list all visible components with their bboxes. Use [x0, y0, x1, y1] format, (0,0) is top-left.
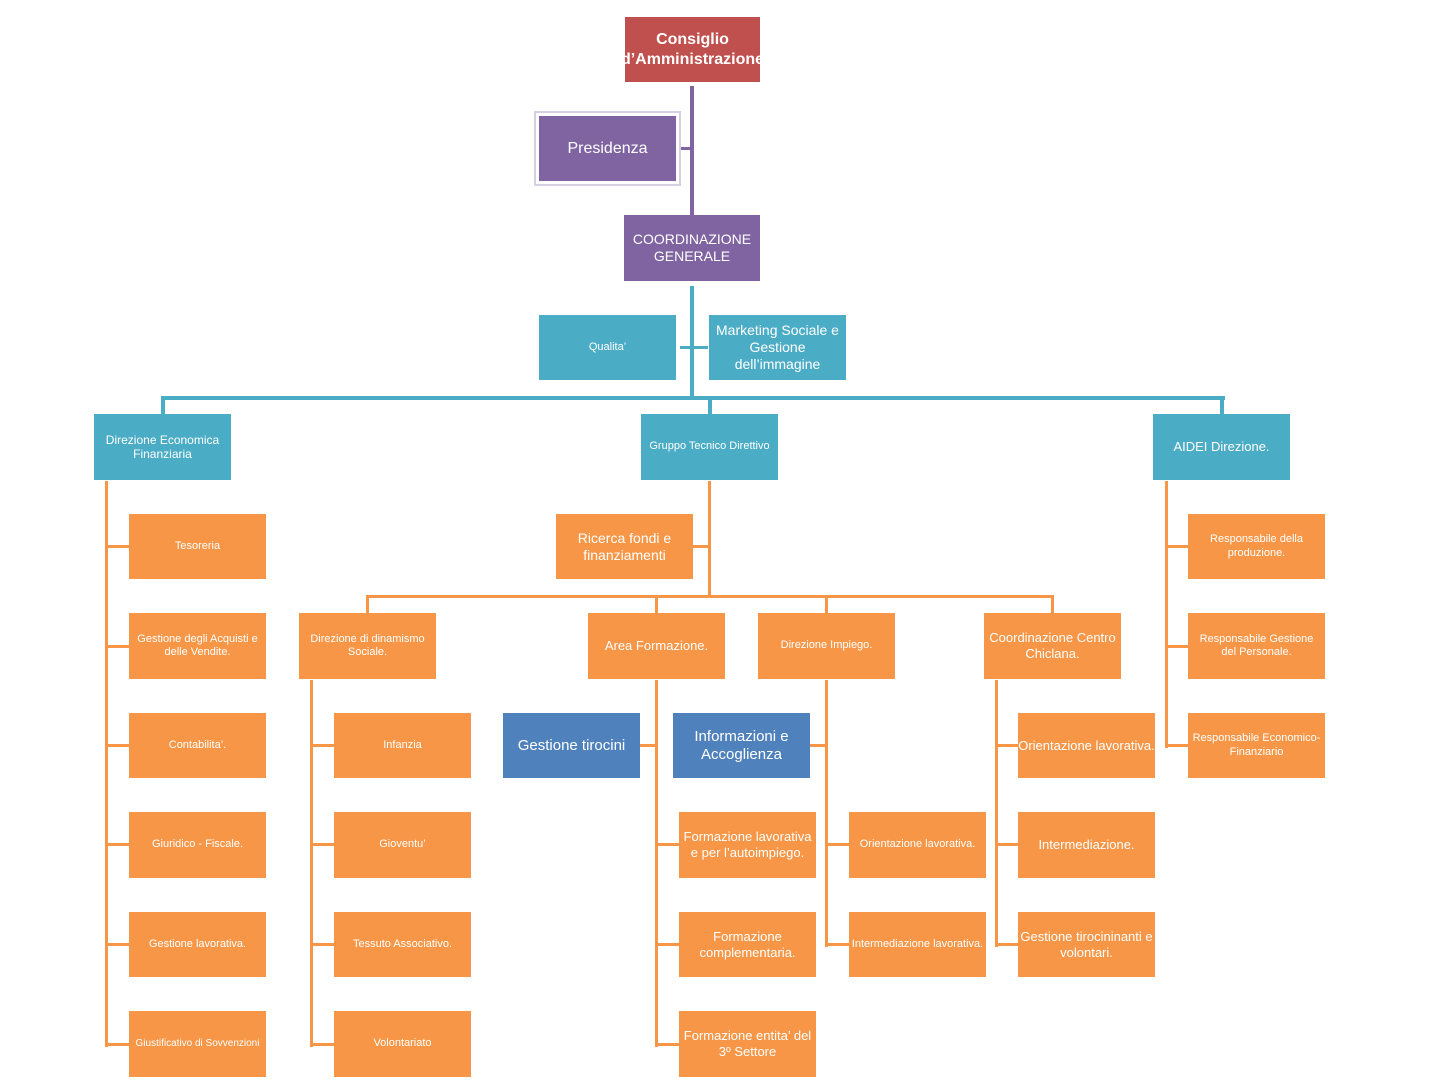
node-presidenza: Presidenza [539, 116, 676, 181]
node-marketing-sociale: Marketing Sociale e Gestione dell’immagi… [709, 315, 846, 380]
connector-chiclana-trunk [995, 680, 998, 947]
node-responsabile-produzione: Responsabile della produzione. [1188, 514, 1325, 579]
connector-aidei-branch [1165, 645, 1190, 648]
node-coordinazione-chiclana: Coordinazione Centro Chiclana. [984, 613, 1121, 679]
node-formazione-entita: Formazione entita’ del 3º Settore [679, 1011, 816, 1077]
connector-dinamismo-branch [310, 843, 335, 846]
node-responsabile-personale: Responsabile Gestione del Personale. [1188, 613, 1325, 679]
node-responsabile-economico: Responsabile Economico-Finanziario [1188, 713, 1325, 778]
node-intermediazione: Intermediazione. [1018, 812, 1155, 878]
connector-drop-impiego [825, 595, 828, 613]
node-gruppo-tecnico: Gruppo Tecnico Direttivo [641, 414, 778, 480]
node-volontariato: Volontariato [334, 1011, 471, 1077]
connector-drop-economica [161, 396, 165, 414]
node-informazioni-accoglienza: Informazioni e Accoglienza [673, 713, 810, 778]
connector-drop-dinamismo [366, 595, 369, 613]
connector-economica-branch [105, 843, 130, 846]
node-area-formazione: Area Formazione. [588, 613, 725, 679]
connector-ricerca-branch [692, 545, 710, 548]
connector-informazioni-branch [810, 744, 828, 747]
node-intermediazione-lavorativa: Intermediazione lavorativa. [849, 912, 986, 977]
node-qualita: Qualita’ [539, 315, 676, 380]
connector-tirocini-branch [640, 744, 658, 747]
node-direzione-impiego: Direzione Impiego. [758, 613, 895, 679]
node-direzione-dinamismo: Direzione di dinamismo Sociale. [299, 613, 436, 679]
node-giuridico-fiscale: Giuridico - Fiscale. [129, 812, 266, 878]
connector-economica-branch [105, 943, 130, 946]
connector-aidei-branch [1165, 545, 1190, 548]
connector-economica-branch [105, 545, 130, 548]
node-gestione-acquisti: Gestione degli Acquisti e delle Vendite. [129, 613, 266, 679]
connector-impiego-trunk [825, 680, 828, 947]
node-gestione-tirocinanti: Gestione tirocininanti e volontari. [1018, 912, 1155, 977]
connector-areas-bus [366, 595, 1054, 598]
node-aidei-direzione: AIDEI Direzione. [1153, 414, 1290, 480]
connector-impiego-branch [825, 843, 850, 846]
node-direzione-economica: Direzione Economica Finanziaria [94, 414, 231, 480]
connector-dinamismo-branch [310, 744, 335, 747]
connector-drop-aidei [1220, 396, 1224, 414]
node-gestione-tirocini: Gestione tirocini [503, 713, 640, 778]
connector-dinamismo-branch [310, 943, 335, 946]
connector-chiclana-branch [995, 744, 1020, 747]
connector-dinamismo-branch [310, 1043, 335, 1046]
connector-chiclana-branch [995, 943, 1020, 946]
node-orientazione-lavorativa-chiclana: Orientazione lavorativa. [1018, 713, 1155, 778]
connector-coordination-trunk [690, 286, 694, 398]
connector-impiego-branch [825, 943, 850, 946]
connector-formazione-branch [655, 943, 680, 946]
connector-aidei-trunk [1165, 481, 1168, 748]
connector-directions-bus [161, 396, 1225, 400]
connector-aidei-branch [1165, 744, 1190, 747]
connector-drop-chiclana [1051, 595, 1054, 613]
connector-presidenza [679, 147, 692, 150]
connector-chiclana-branch [995, 843, 1020, 846]
connector-economica-branch [105, 1043, 130, 1046]
connector-economica-trunk [105, 481, 108, 1047]
node-ricerca-fondi: Ricerca fondi e finanziamenti [556, 514, 693, 579]
connector-formazione-trunk [655, 680, 658, 1047]
connector-dinamismo-trunk [310, 680, 313, 1047]
node-giustificativo: Giustificativo di Sovvenzioni [129, 1011, 266, 1077]
connector-drop-gruppo [708, 396, 712, 414]
node-gestione-lavorativa: Gestione lavorativa. [129, 912, 266, 977]
connector-board-to-coordination [690, 86, 694, 216]
node-tesoreria: Tesoreria [129, 514, 266, 579]
connector-drop-formazione [655, 595, 658, 613]
node-formazione-lavorativa: Formazione lavorativa e per l’autoimpieg… [679, 812, 816, 878]
connector-formazione-branch [655, 1043, 680, 1046]
node-gioventu: Gioventu’ [334, 812, 471, 878]
connector-gruppo-trunk [708, 481, 711, 598]
node-consiglio: Consiglio d’Amministrazione [621, 15, 764, 84]
node-formazione-complementaria: Formazione complementaria. [679, 912, 816, 977]
connector-formazione-branch [655, 843, 680, 846]
node-coordinazione-generale: COORDINAZIONE GENERALE [624, 215, 760, 281]
node-contabilita: Contabilita’. [129, 713, 266, 778]
node-infanzia: Infanzia [334, 713, 471, 778]
node-orientazione-lavorativa-impiego: Orientazione lavorativa. [849, 812, 986, 878]
node-tessuto-associativo: Tessuto Associativo. [334, 912, 471, 977]
connector-economica-branch [105, 744, 130, 747]
connector-economica-branch [105, 645, 130, 648]
connector-staff-line [680, 346, 708, 349]
